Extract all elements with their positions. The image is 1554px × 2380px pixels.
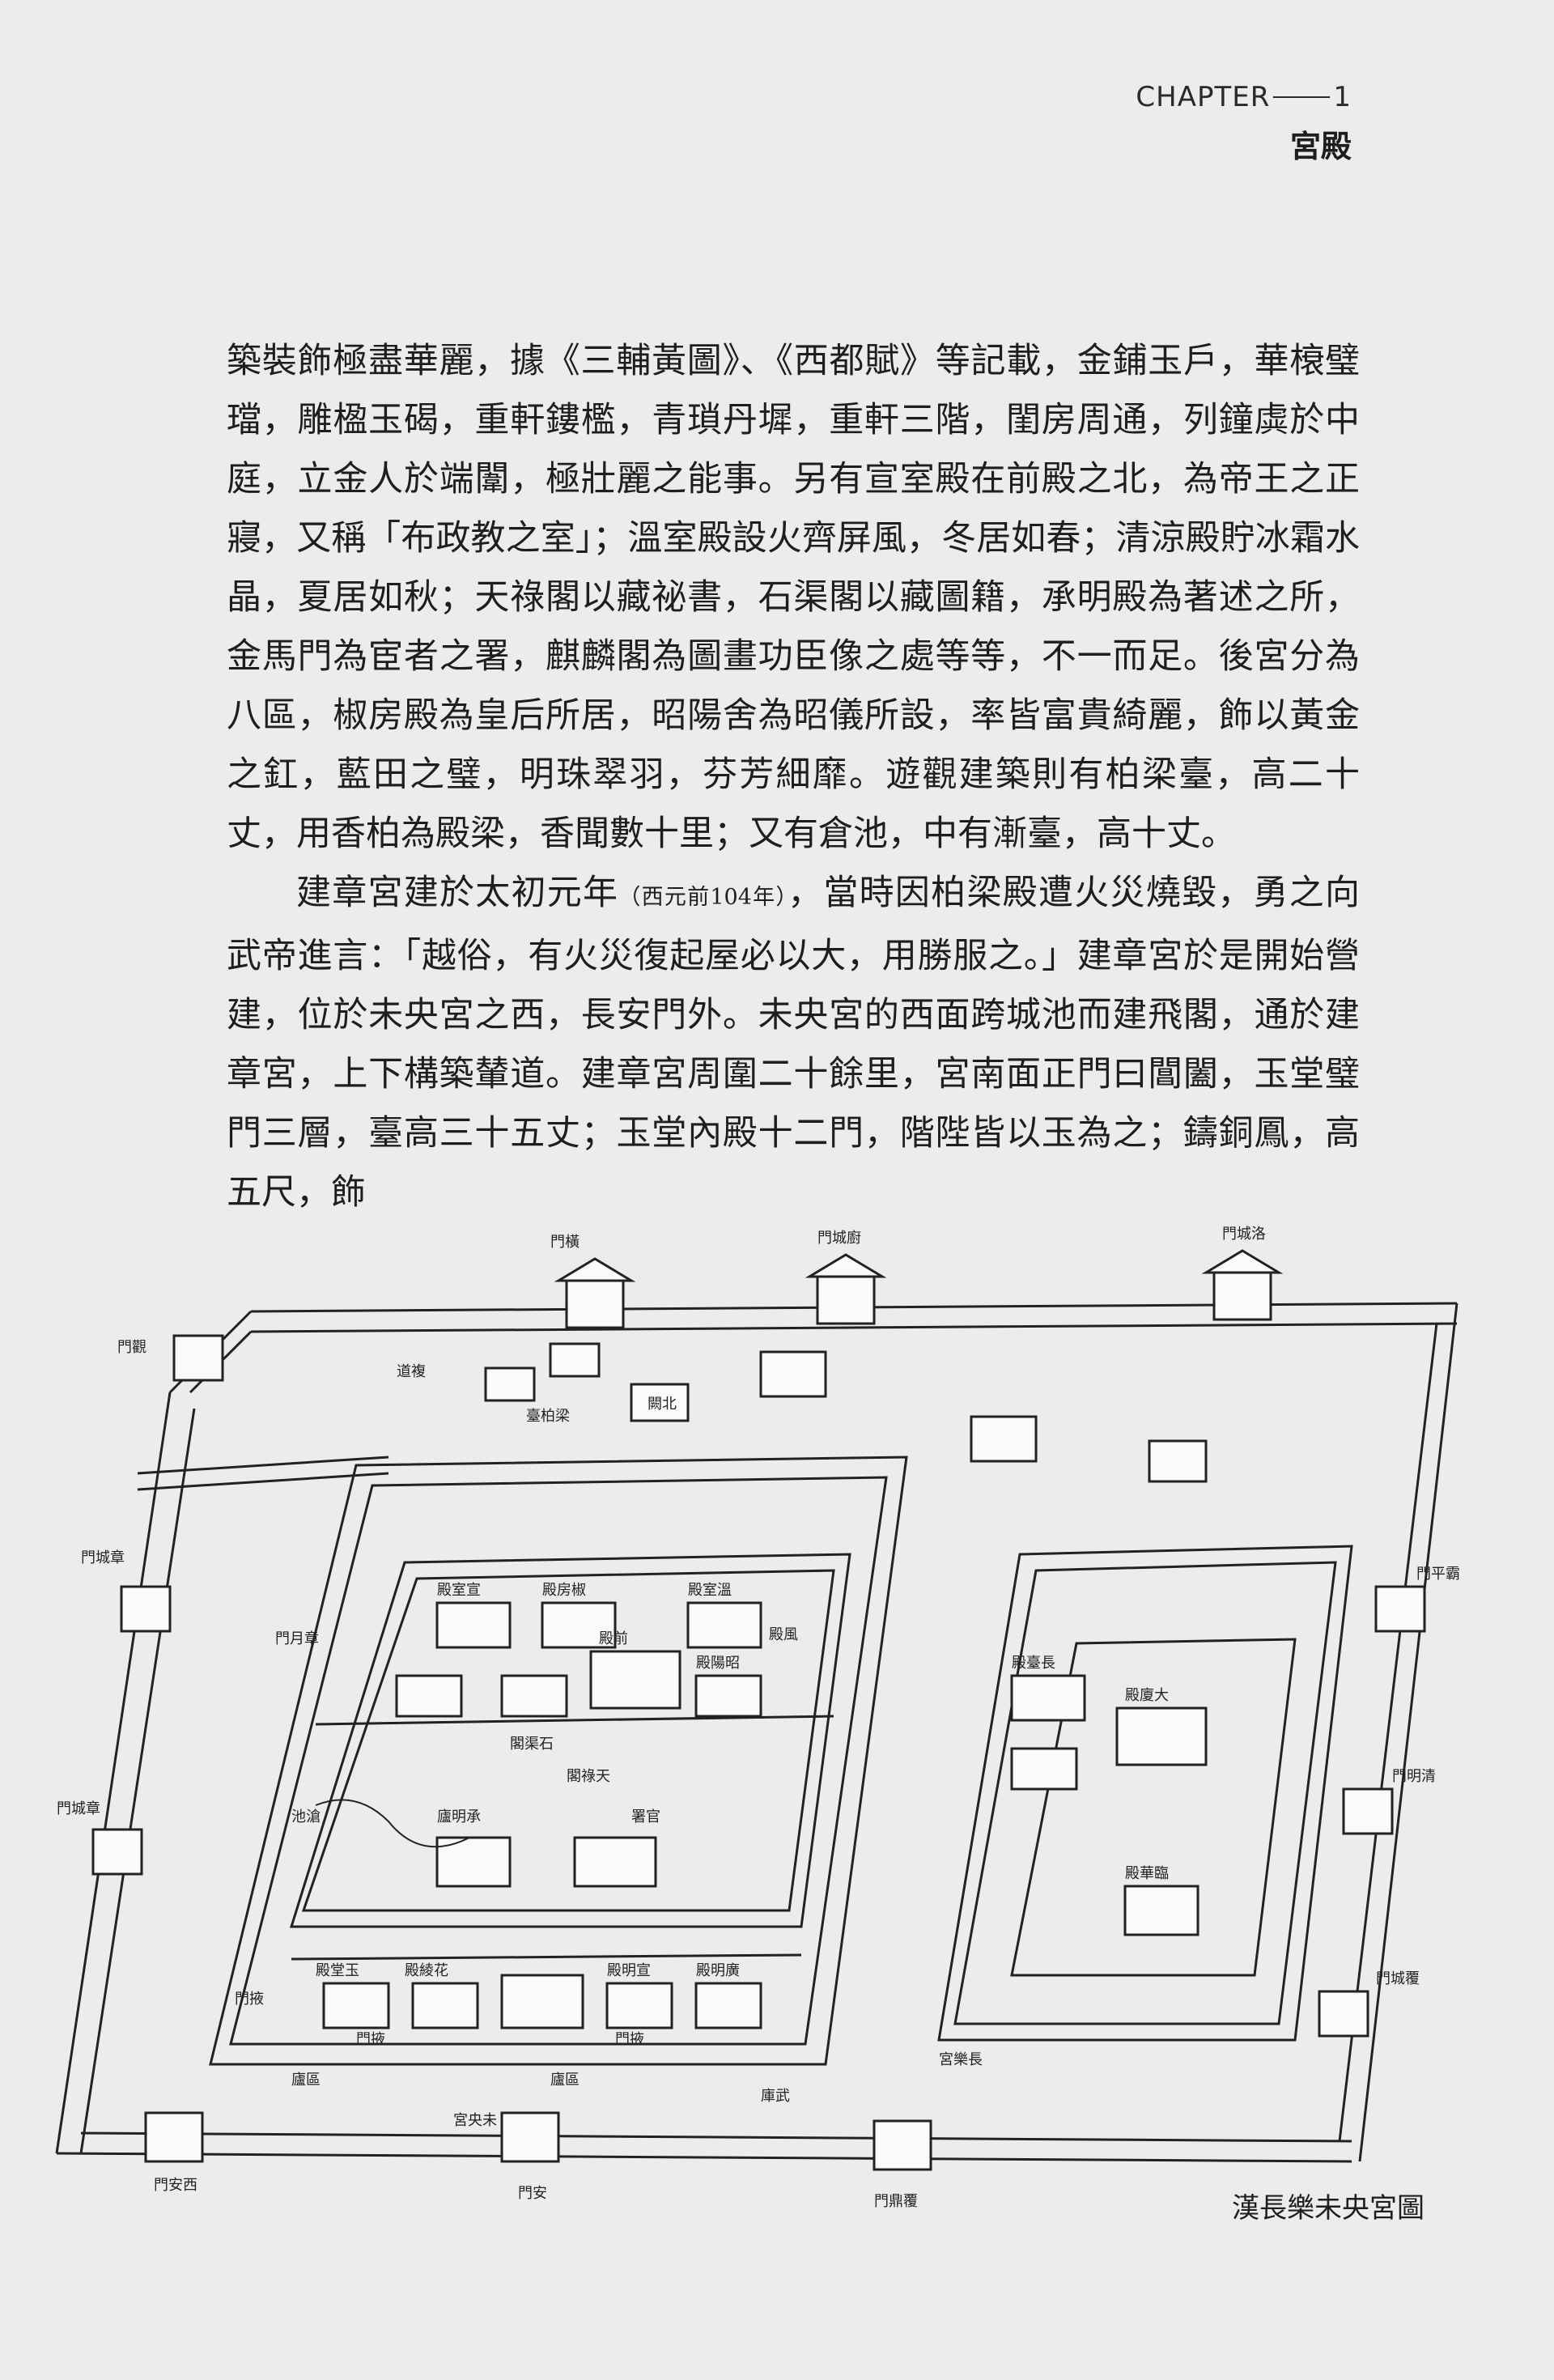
map-label-xuanming: 殿明宣 <box>607 1962 651 1979</box>
map-label-gate-xian: 門安西 <box>154 2177 197 2194</box>
map-label-shiqu: 閣渠石 <box>510 1736 554 1753</box>
chapter-label: CHAPTER <box>1136 81 1271 113</box>
chapter-number: 1 <box>1333 81 1352 113</box>
map-label-water: 池滄 <box>291 1808 321 1825</box>
map-label-gate-zhang-1: 門城章 <box>81 1549 125 1566</box>
map-label-chengming: 廬明承 <box>437 1808 481 1825</box>
map-label-fengji: 殿風 <box>769 1626 798 1643</box>
palace-map-svg: 門橫 門城廚 門城洛 門觀 道複 臺柏梁 闕北 門城章 門城章 門月章 池滄 殿… <box>55 1226 1460 2210</box>
chapter-line: CHAPTER 1 <box>1136 81 1352 113</box>
date-note: （西元前104年） <box>618 885 788 910</box>
map-label-gate-zhang-2: 門城章 <box>57 1800 100 1817</box>
chapter-rule <box>1273 96 1331 98</box>
map-label-tower-left: 門月章 <box>275 1630 319 1647</box>
map-label-weiyang: 宮央未 <box>453 2112 497 2129</box>
map-label-gate-luo: 門城洛 <box>1222 1226 1266 1243</box>
map-label-gate-ding: 門鼎覆 <box>874 2193 918 2210</box>
chapter-header: CHAPTER 1 宮殿 <box>1136 81 1352 166</box>
paragraph-2-start: 建章宮建於太初元年 <box>296 873 619 913</box>
map-label-gate-qingming: 門明清 <box>1392 1768 1436 1785</box>
palace-map-illustration: 門橫 門城廚 門城洛 門觀 道複 臺柏梁 闕北 門城章 門城章 門月章 池滄 殿… <box>49 1222 1497 2218</box>
chapter-title: 宮殿 <box>1289 129 1352 164</box>
map-label-guangming: 殿明廣 <box>696 1962 740 1979</box>
map-label-gate-ye-3: 門掖 <box>356 2031 385 2048</box>
map-label-wuku: 庫武 <box>761 2088 790 2105</box>
map-label-changle-north: 殿臺長 <box>1012 1655 1055 1672</box>
body-text: 築裝飾極盡華麗，據《三輔黃圖》、《西都賦》等記載，金鋪玉戶，華榱璧璫，雕楹玉碣，… <box>227 332 1360 1222</box>
map-label-guanshu: 署官 <box>631 1808 660 1825</box>
map-label-lu-qu-2: 廬區 <box>550 2072 580 2089</box>
map-label-tianlu: 閣祿天 <box>567 1768 610 1785</box>
map-label-wenshi: 殿室溫 <box>688 1582 732 1599</box>
paragraph-1: 築裝飾極盡華麗，據《三輔黃圖》、《西都賦》等記載，金鋪玉戶，華榱璧璫，雕楹玉碣，… <box>227 341 1360 854</box>
map-label-jiao-hall: 殿房椒 <box>542 1582 586 1599</box>
map-label-gate-ye-1: 門掖 <box>235 1991 264 2008</box>
map-label-yutang: 殿堂玉 <box>316 1962 359 1979</box>
map-label-xuan-hall: 殿室宣 <box>437 1582 481 1599</box>
map-label-road-fu: 道複 <box>397 1363 426 1380</box>
map-label-bailiang: 臺柏梁 <box>526 1408 570 1425</box>
map-label-gate-guan: 門觀 <box>117 1339 146 1356</box>
figure-caption: 漢長樂未央宮圖 <box>1232 2192 1424 2225</box>
paragraph-2: 建章宮建於太初元年（西元前104年），當時因柏梁殿遭火災燒毀，勇之向武帝進言：「… <box>227 864 1360 1222</box>
map-label-lu-qu-1: 廬區 <box>291 2072 321 2089</box>
map-label-gate-an: 門安 <box>518 2185 547 2202</box>
map-label-gate-baping: 門平霸 <box>1416 1566 1460 1583</box>
map-label-zhaoyang: 殿陽昭 <box>696 1655 740 1672</box>
map-label-gate-heng: 門橫 <box>550 1234 580 1251</box>
map-label-hualing: 殿綾花 <box>405 1962 448 1979</box>
map-label-qianhall: 殿前 <box>599 1630 628 1647</box>
paragraph-2-rest: ，當時因柏梁殿遭火災燒毀，勇之向武帝進言：「越俗，有火災復起屋必以大，用勝服之。… <box>227 873 1361 1213</box>
map-label-daxia: 殿廈大 <box>1125 1687 1169 1704</box>
map-label-north-que: 闕北 <box>648 1396 677 1413</box>
map-label-changle: 宮樂長 <box>939 2051 983 2068</box>
map-label-gate-chu: 門城廚 <box>817 1229 861 1247</box>
map-label-gate-ye-2: 門掖 <box>615 2031 644 2048</box>
map-label-linhua: 殿華臨 <box>1125 1865 1169 1882</box>
map-label-gate-fu: 門城覆 <box>1376 1970 1420 1987</box>
